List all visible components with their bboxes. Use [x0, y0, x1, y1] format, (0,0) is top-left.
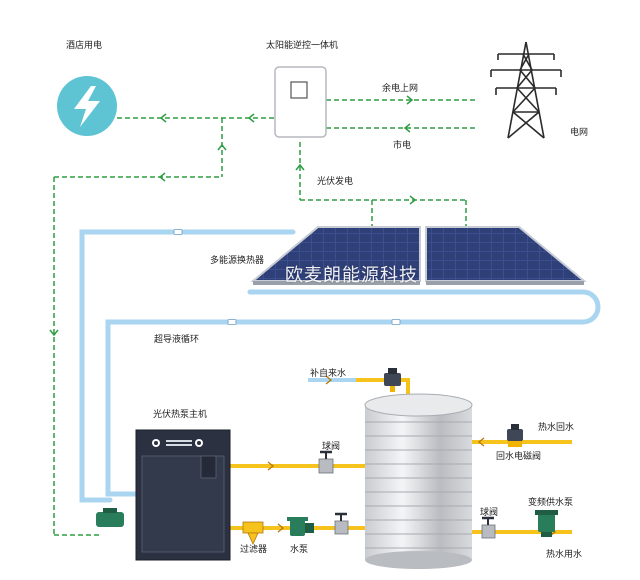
- inverter-unit: [274, 66, 327, 138]
- label-tap-water-refill: 补自来水: [310, 369, 347, 379]
- heat-pump-host-unit: [135, 429, 231, 561]
- watermark-text: 欧麦朗能源科技: [285, 265, 418, 286]
- label-water-pump: 水泵: [290, 545, 309, 555]
- label-host-unit: 光伏热泵主机: [153, 410, 208, 420]
- power-tower-icon: [490, 41, 562, 139]
- label-grid: 电网: [570, 128, 589, 138]
- tap-water-valve-icon: [384, 368, 401, 392]
- label-pv-power: 光伏发电: [317, 177, 354, 187]
- pipe-markers: [173, 229, 401, 325]
- hotel-power-icon: [57, 76, 117, 136]
- label-vfd-supply-pump: 变频供水泵: [528, 498, 574, 508]
- label-surplus-to-grid: 余电上网: [382, 84, 419, 94]
- ball-valve-2-icon: [334, 512, 349, 535]
- label-filter: 过滤器: [240, 545, 268, 555]
- water-pump-icon: [287, 517, 314, 536]
- label-ball-valve-2: 球阀: [480, 508, 499, 518]
- solar-panel-array: [250, 226, 587, 285]
- label-return-solenoid-valve: 回水电磁阀: [496, 452, 542, 462]
- label-hot-water-return: 热水回水: [538, 423, 575, 433]
- return-solenoid-valve-icon: [507, 424, 523, 447]
- electrical-arrows: [49, 95, 417, 337]
- label-inverter: 太阳能逆控一体机: [266, 41, 339, 51]
- ball-valve-1-icon: [318, 450, 334, 474]
- label-superconduct-loop: 超导液循环: [154, 335, 200, 345]
- filter-icon: [242, 521, 264, 545]
- label-hotel-power: 酒店用电: [66, 41, 103, 51]
- circulation-pump-icon: [96, 508, 124, 527]
- label-multi-source-exchanger: 多能源换热器: [210, 256, 265, 266]
- label-city-power: 市电: [393, 141, 412, 151]
- hot-water-tank: [364, 393, 473, 569]
- electrical-lines: [53, 99, 475, 536]
- label-ball-valve-1: 球阀: [322, 442, 341, 452]
- ball-valve-3-icon: [481, 516, 496, 539]
- vfd-supply-pump-icon: [535, 510, 558, 537]
- superconduct-pipe: [79, 229, 601, 503]
- label-hot-water-use: 热水用水: [546, 550, 583, 560]
